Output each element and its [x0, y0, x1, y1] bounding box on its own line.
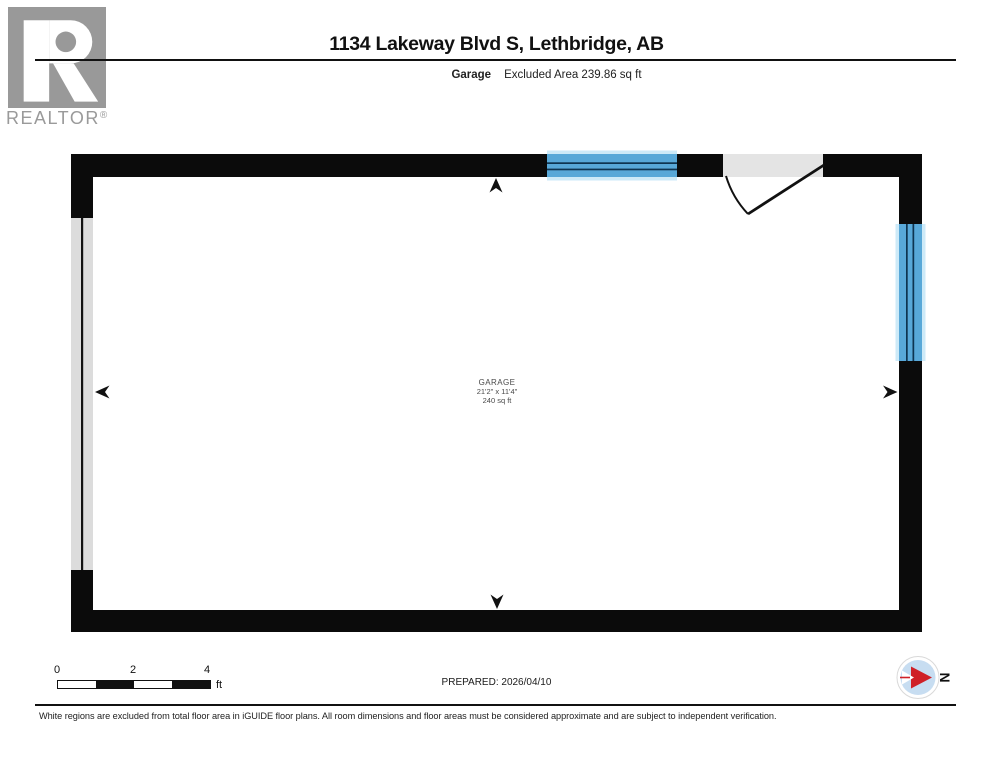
prepared-date-label: PREPARED: 2026/04/10: [441, 677, 552, 688]
scale-unit-label: ft: [216, 679, 223, 691]
dimension-arrows: [95, 178, 898, 609]
window-right-halo-outer: [922, 224, 926, 361]
footer-divider-line: [35, 704, 956, 707]
window-top-pane-line: [547, 162, 677, 164]
window-right-pane-line2: [912, 224, 915, 361]
window-right-glass: [899, 224, 922, 361]
plan-subtitle: Garage Excluded Area 239.86 sq ft: [50, 69, 993, 83]
scale-segment: [96, 681, 134, 688]
scale-bar: [57, 680, 211, 689]
window-top-halo-inner: [547, 177, 677, 181]
scale-segment: [58, 681, 96, 688]
window-top-glass: [547, 154, 677, 177]
disclaimer-text: White regions are excluded from total fl…: [39, 711, 777, 721]
scale-segment: [172, 681, 210, 688]
wall-top-left-segment: [71, 154, 547, 177]
wall-top-mid-segment: [677, 154, 723, 177]
window-top-pane-line2: [547, 168, 677, 171]
excluded-area-label: Excluded Area 239.86 sq ft: [504, 69, 642, 81]
wall-right-bottom-segment: [899, 361, 922, 632]
page-title: 1134 Lakeway Blvd S, Lethbridge, AB: [329, 33, 664, 55]
garage-door-line: [81, 218, 84, 570]
wall-left-bottom-segment: [71, 570, 93, 632]
scale-tick-0: 0: [53, 664, 61, 676]
floor-name-label: Garage: [451, 69, 492, 81]
arrow-left-icon: [95, 385, 110, 399]
realtor-logo: [8, 7, 106, 108]
compass-icon: N: [896, 656, 953, 699]
wall-left-top-segment: [71, 154, 93, 218]
room-name: GARAGE: [478, 378, 516, 387]
wall-bottom: [71, 610, 922, 632]
walls: [71, 154, 922, 632]
wall-top-right-segment: [823, 154, 922, 177]
door-leaf: [747, 163, 825, 216]
realtor-wordmark-text: REALTOR: [6, 108, 100, 128]
window-right: [895, 224, 926, 361]
arrow-right-icon: [883, 385, 898, 399]
scale-segment: [134, 681, 172, 688]
door-swing-arc: [725, 175, 749, 215]
scale-tick-2: 2: [129, 664, 137, 676]
window-right-halo: [895, 224, 899, 361]
realtor-wordmark: REALTOR®: [6, 108, 126, 129]
window-right-pane-line: [906, 224, 908, 361]
garage-door: [71, 218, 93, 570]
window-top-halo: [547, 150, 677, 154]
room-dimensions: 21'2" x 11'4": [476, 387, 518, 397]
registered-mark: ®: [99, 110, 108, 121]
compass-needle: [911, 666, 932, 689]
arrow-down-icon: [490, 594, 504, 609]
realtor-logo-r-icon: [8, 7, 106, 108]
entry-door: [723, 154, 825, 216]
compass-north-label: N: [937, 672, 953, 682]
arrow-up-icon: [489, 178, 503, 193]
room-area: 240 sq ft: [482, 396, 512, 406]
wall-right-top-segment: [899, 154, 922, 224]
header-divider-line: [35, 59, 956, 62]
window-top: [547, 150, 677, 181]
door-opening: [723, 154, 823, 177]
scale-tick-4: 4: [203, 664, 211, 676]
room-label: GARAGE 21'2" x 11'4" 240 sq ft: [397, 378, 597, 406]
